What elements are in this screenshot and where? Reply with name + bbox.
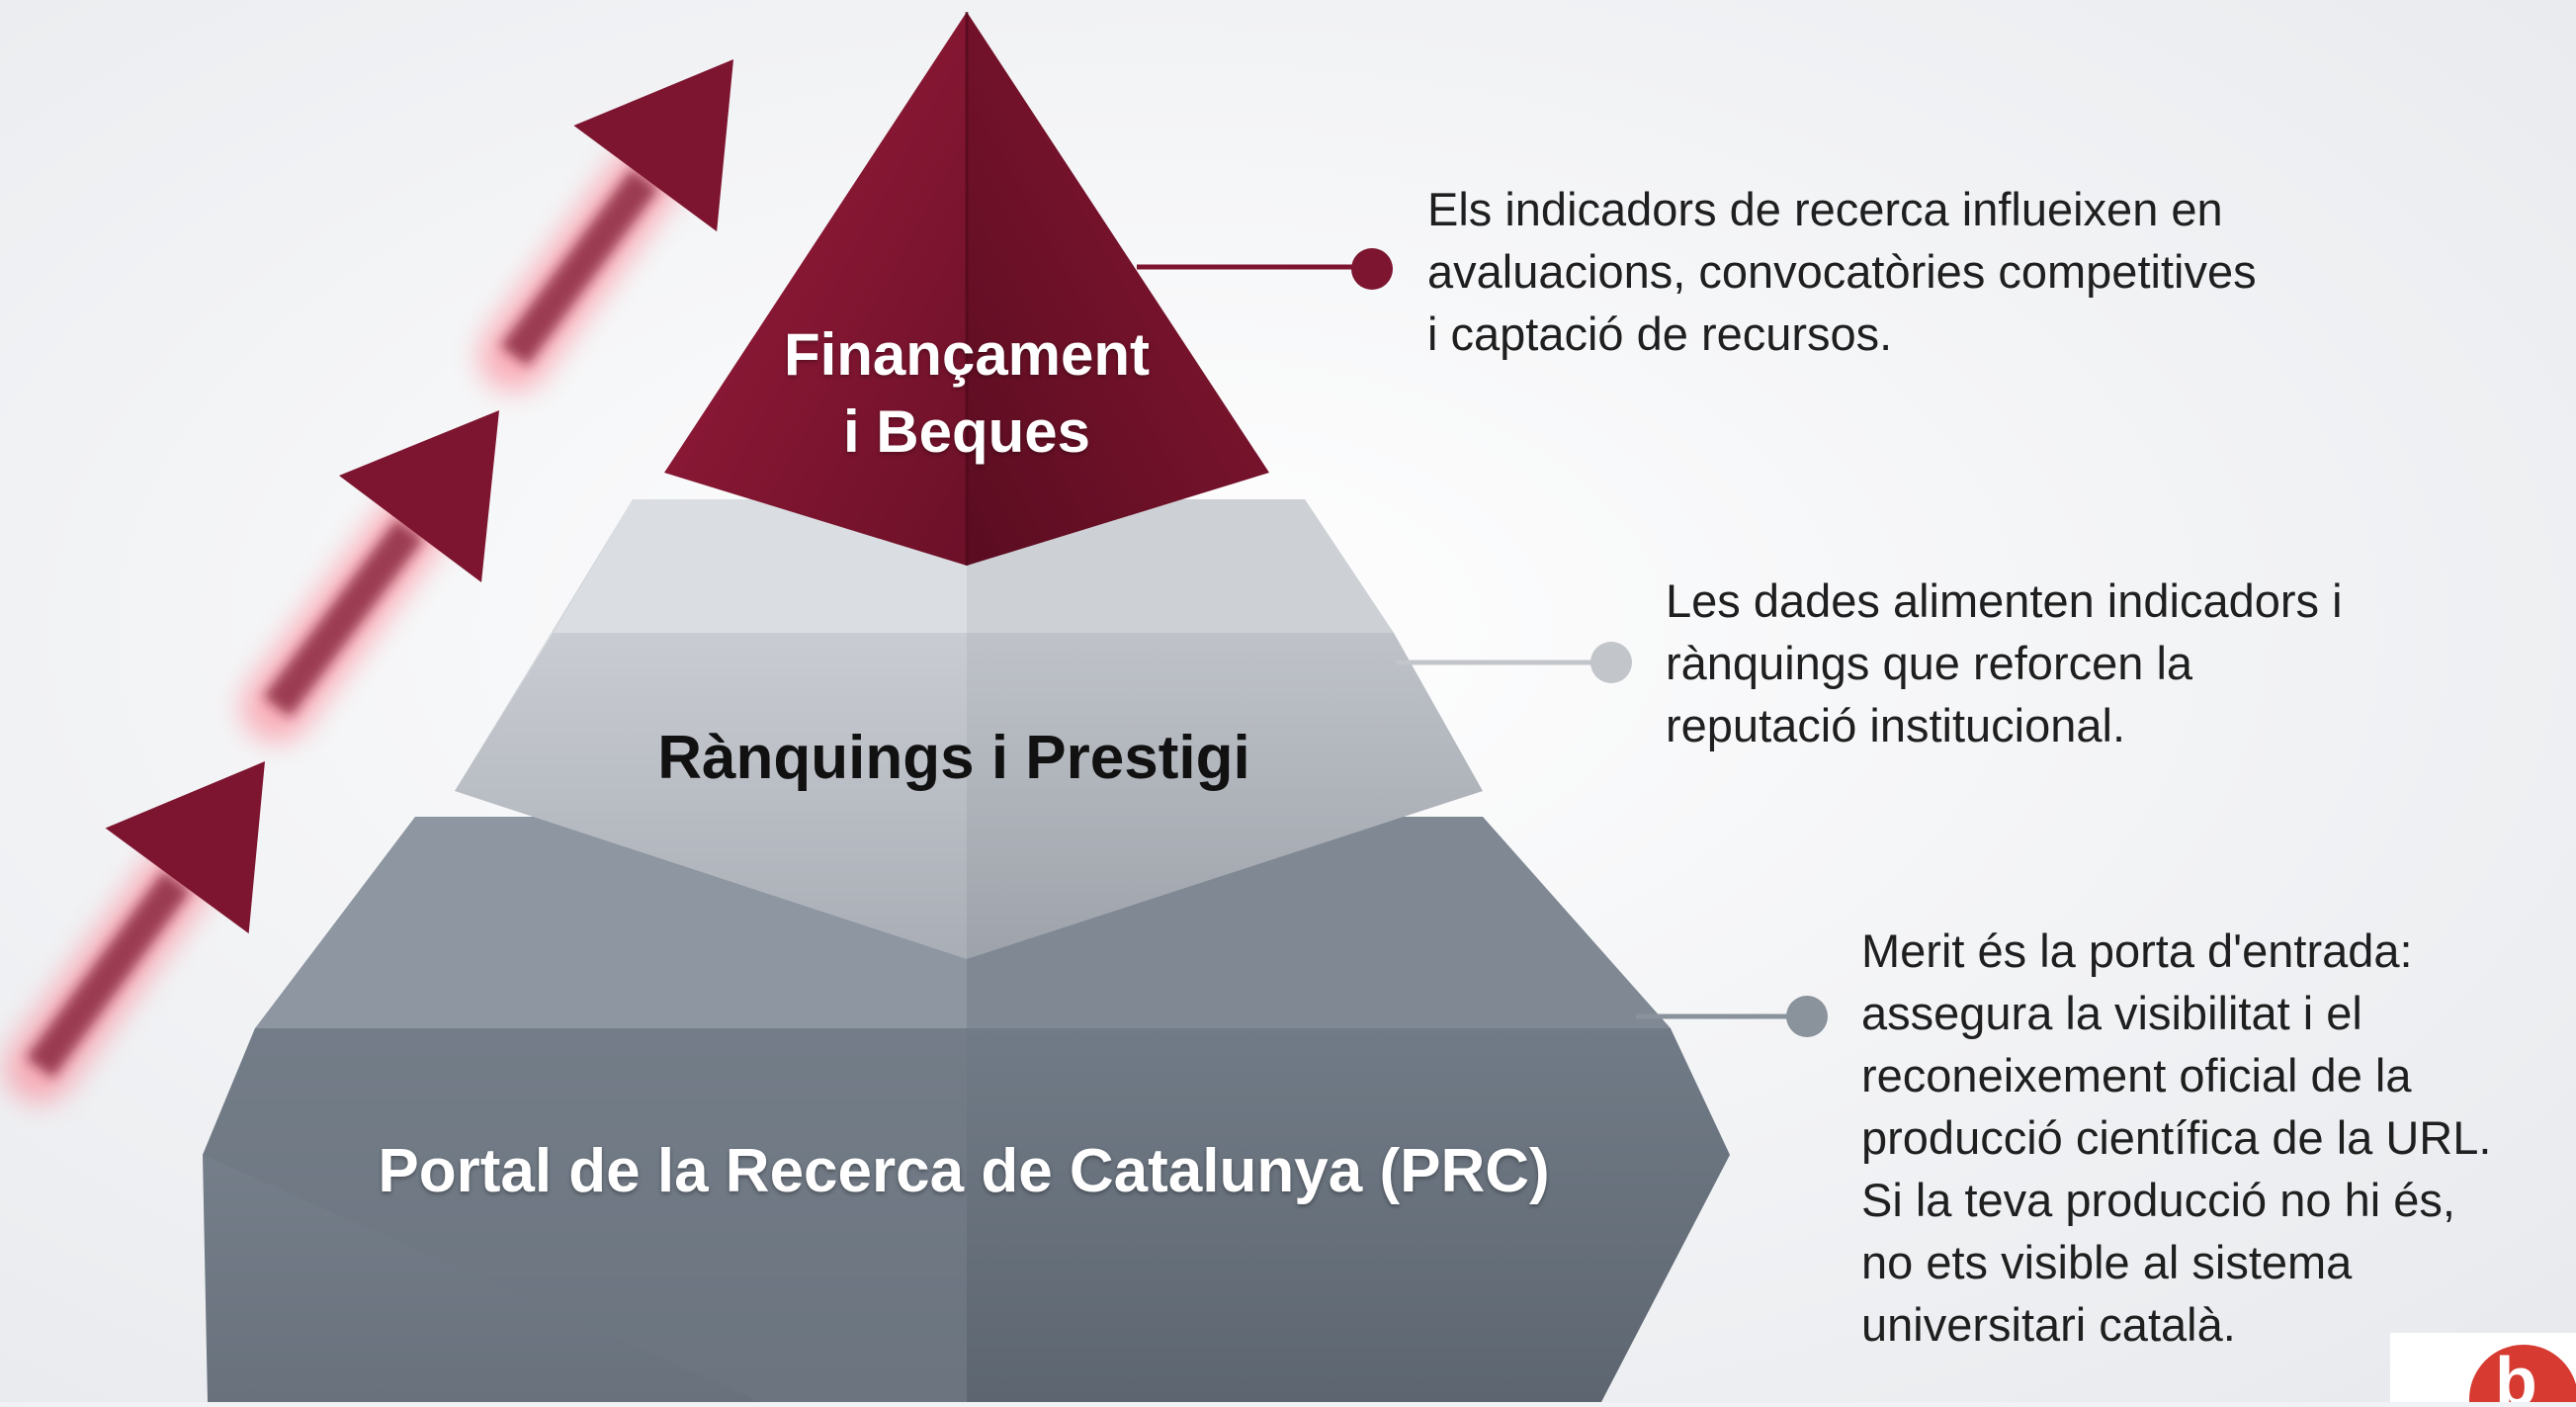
arrow-shaft [263,518,424,718]
tier-label-top: Finançament i Beques [783,321,1151,465]
tier-label-middle: Rànquings i Prestigi [657,724,1250,792]
connector-middle [1396,642,1632,683]
marker-dot-top [1351,248,1393,290]
tier-description-bottom: Merit és la porta d'entrada: assegura la… [1861,924,2492,1351]
tier-label-bottom: Portal de la Recerca de Catalunya (PRC) [378,1137,1550,1205]
pyramid-tier-middle [455,499,1483,959]
tier-description-middle: Les dades alimenten indicadors i rànquin… [1666,574,2343,751]
arrow-shaft [500,168,659,367]
brand-logo-glyph: b [2495,1343,2537,1402]
up-right-arrow-icon [105,761,265,934]
up-right-arrow-icon [339,410,499,582]
marker-dot-middle [1590,642,1632,683]
brand-logo: b [2390,1333,2576,1402]
connector-bottom [1636,996,1828,1037]
rising-arrows [5,59,733,1102]
arrow-shaft [26,870,191,1079]
tier-description-top: Els indicadors de recerca influeixen en … [1427,183,2257,360]
connector-top [1137,248,1393,290]
pyramid-tier-top [664,12,1269,566]
marker-dot-bottom [1786,996,1828,1037]
up-right-arrow-icon [573,59,733,232]
pyramid-tier-bottom [203,817,1730,1402]
